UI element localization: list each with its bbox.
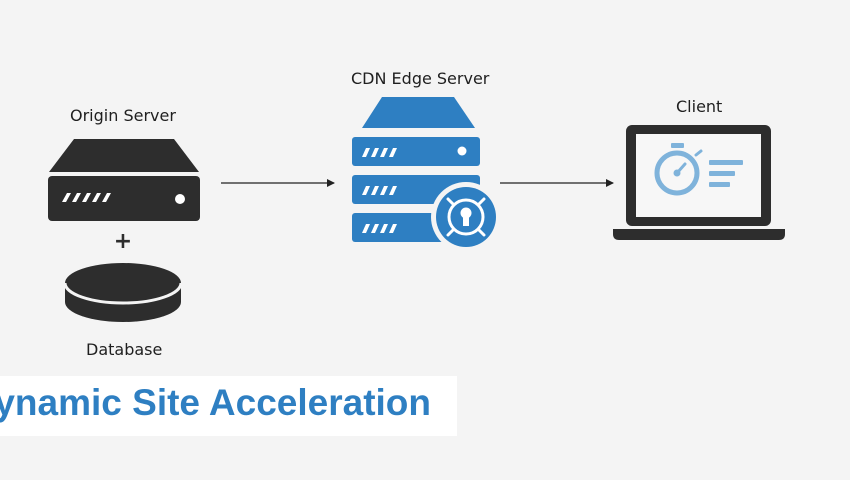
origin-server-icon	[48, 139, 200, 221]
cdn-edge-server-label: CDN Edge Server	[351, 69, 490, 88]
database-icon	[63, 263, 183, 322]
title-banner: ynamic Site Acceleration	[0, 376, 457, 436]
banner-title: ynamic Site Acceleration	[0, 382, 431, 423]
cdn-edge-server-icon	[352, 97, 501, 252]
cdn-server-slots	[362, 148, 397, 233]
text-lines-icon	[709, 160, 743, 187]
origin-server-label: Origin Server	[70, 106, 176, 125]
client-laptop-icon	[613, 125, 785, 240]
origin-server-slots	[62, 193, 111, 202]
stopwatch-icon	[654, 143, 703, 196]
security-badge-icon	[431, 182, 501, 252]
plus-symbol: +	[114, 229, 132, 254]
origin-server-led	[175, 194, 185, 204]
cdn-server-led	[457, 146, 467, 156]
client-label: Client	[676, 97, 723, 116]
database-label: Database	[86, 340, 163, 359]
